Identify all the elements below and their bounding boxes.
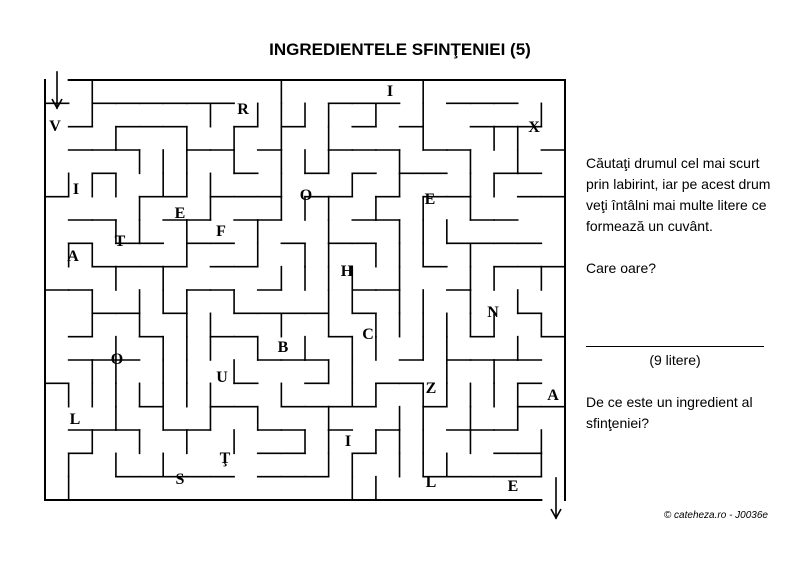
maze-letter: I (344, 433, 352, 450)
answer-line[interactable] (586, 346, 764, 347)
letter-count: (9 litere) (649, 352, 701, 368)
instructions: Căutaţi drumul cel mai scurt prin labiri… (586, 153, 776, 279)
maze-letter: Ţ (219, 450, 231, 467)
maze-letter: C (362, 326, 374, 343)
maze-letter: N (487, 304, 499, 321)
maze-letter: O (299, 187, 313, 204)
maze-letter: E (507, 478, 519, 495)
maze-letter: A (67, 248, 79, 265)
maze-letter: A (547, 387, 559, 404)
followup-question: De ce este un ingredient al sfinţeniei? (586, 394, 753, 431)
maze-letter: R (237, 101, 249, 118)
entry-arrow-icon-head (51, 98, 63, 110)
maze-letter: V (49, 118, 61, 135)
copyright: © cateheza.ro - J0036e (663, 510, 768, 521)
maze-letter: S (175, 471, 185, 488)
exit-arrow-icon-head (550, 508, 562, 520)
maze-letter: F (216, 223, 226, 240)
maze-letter: I (386, 83, 394, 100)
maze-letter: U (216, 369, 228, 386)
instructions-text: Căutaţi drumul cel mai scurt prin labiri… (586, 155, 771, 234)
maze-letter: H (340, 263, 354, 280)
question-text: Care oare? (586, 260, 657, 276)
maze-letter: E (424, 191, 436, 208)
maze-letter: O (110, 351, 124, 368)
maze-letter: L (425, 474, 437, 491)
maze-letter: T (114, 233, 126, 250)
maze-letter: Z (425, 380, 437, 397)
maze-letter: X (528, 119, 540, 136)
page-title: INGREDIENTELE SFINŢENIEI (5) (269, 40, 531, 59)
maze-letter: L (69, 411, 81, 428)
maze-letter: E (174, 205, 186, 222)
maze-letter: B (277, 339, 289, 356)
maze-letter: I (72, 181, 80, 198)
